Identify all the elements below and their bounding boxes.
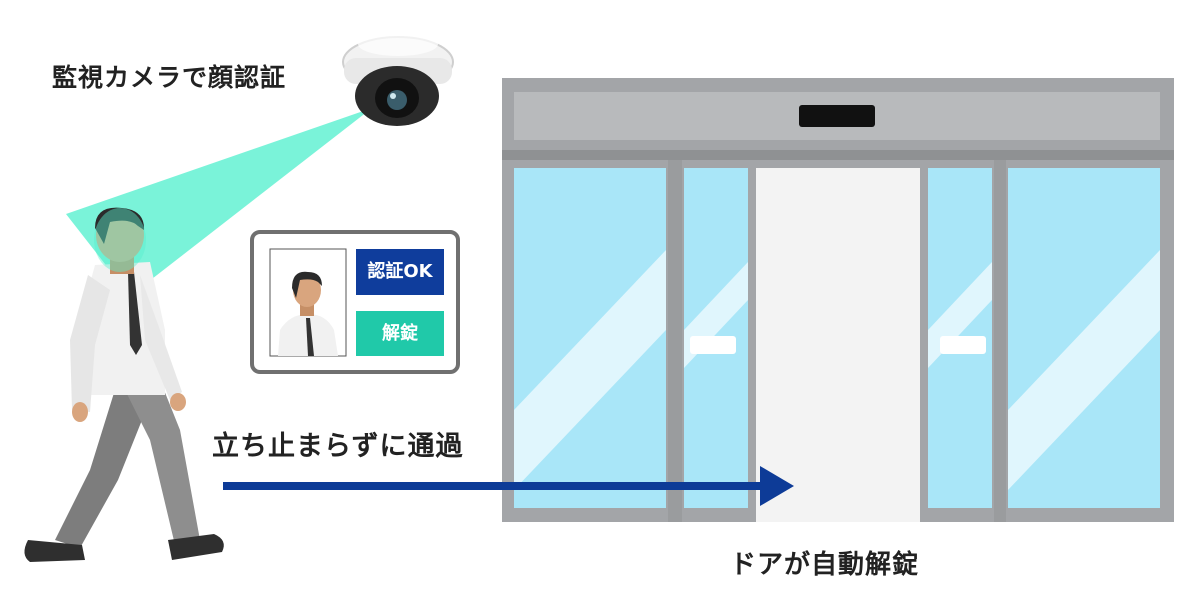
auth-ok-panel [356,249,444,295]
auth-ok-label: 認証OK [367,261,433,282]
security-camera-icon [342,32,454,126]
door-handle-right [940,336,986,354]
camera-beam [66,108,372,296]
unlock-panel [356,311,444,356]
walk-through-caption: 立ち止まらずに通過 [212,431,464,462]
door-handle-left [690,336,736,354]
face-portrait-icon [278,271,338,356]
camera-caption: 監視カメラで顔認証 [52,63,287,92]
automatic-door [502,78,1174,522]
unlock-label: 解錠 [382,323,418,344]
door-sensor [799,105,875,127]
walking-man-figure [24,207,224,562]
walk-direction-arrow [223,466,794,506]
auth-tablet [250,230,460,374]
door-unlock-caption: ドアが自動解錠 [730,550,920,580]
